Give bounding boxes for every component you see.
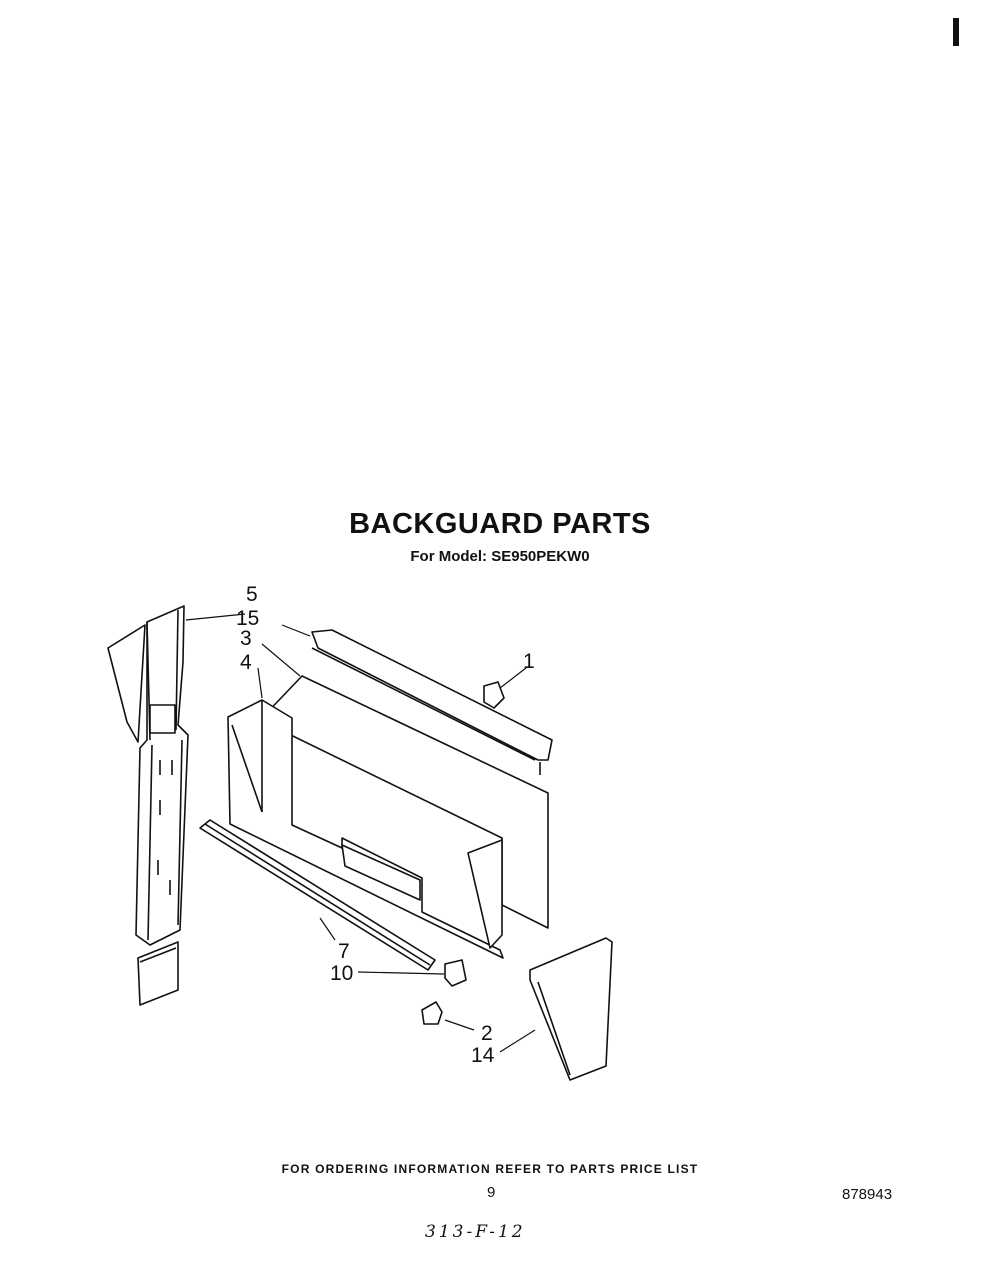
callout-4: 4 bbox=[240, 651, 252, 674]
model-subtitle: For Model: SE950PEKW0 bbox=[410, 548, 590, 565]
top-extrusion-part bbox=[311, 629, 553, 775]
document-number: 878943 bbox=[842, 1186, 893, 1203]
callout-15: 15 bbox=[236, 607, 259, 630]
handwritten-code: 313-F-12 bbox=[425, 1222, 526, 1242]
callout-1: 1 bbox=[523, 650, 535, 673]
ordering-note: FOR ORDERING INFORMATION REFER TO PARTS … bbox=[281, 1162, 699, 1176]
side-trim-part bbox=[107, 605, 189, 1006]
page-number: 9 bbox=[487, 1184, 496, 1201]
lamp-holder-part bbox=[444, 959, 467, 987]
callout-2: 2 bbox=[481, 1022, 493, 1045]
callout-14: 14 bbox=[471, 1044, 495, 1067]
callout-10: 10 bbox=[330, 962, 353, 985]
backguard-panel-part bbox=[227, 675, 549, 959]
leader-lines bbox=[185, 613, 536, 1053]
callout-3: 3 bbox=[240, 627, 252, 650]
callout-5: 5 bbox=[246, 583, 258, 606]
corner-mark bbox=[953, 18, 959, 46]
page-title: BACKGUARD PARTS bbox=[349, 508, 651, 540]
callout-7: 7 bbox=[338, 940, 350, 963]
light-tube-part bbox=[199, 819, 436, 971]
bracket-part bbox=[421, 1001, 443, 1025]
clip-part bbox=[483, 681, 505, 709]
end-cap-part bbox=[529, 937, 613, 1081]
